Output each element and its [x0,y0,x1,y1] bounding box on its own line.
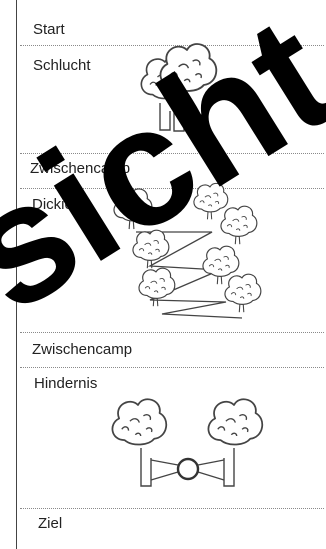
obstacle-illustration [112,399,262,486]
ring-icon [178,459,198,479]
tree-icon [112,399,166,444]
tree-icon [225,274,261,312]
tree-icon [208,399,262,444]
